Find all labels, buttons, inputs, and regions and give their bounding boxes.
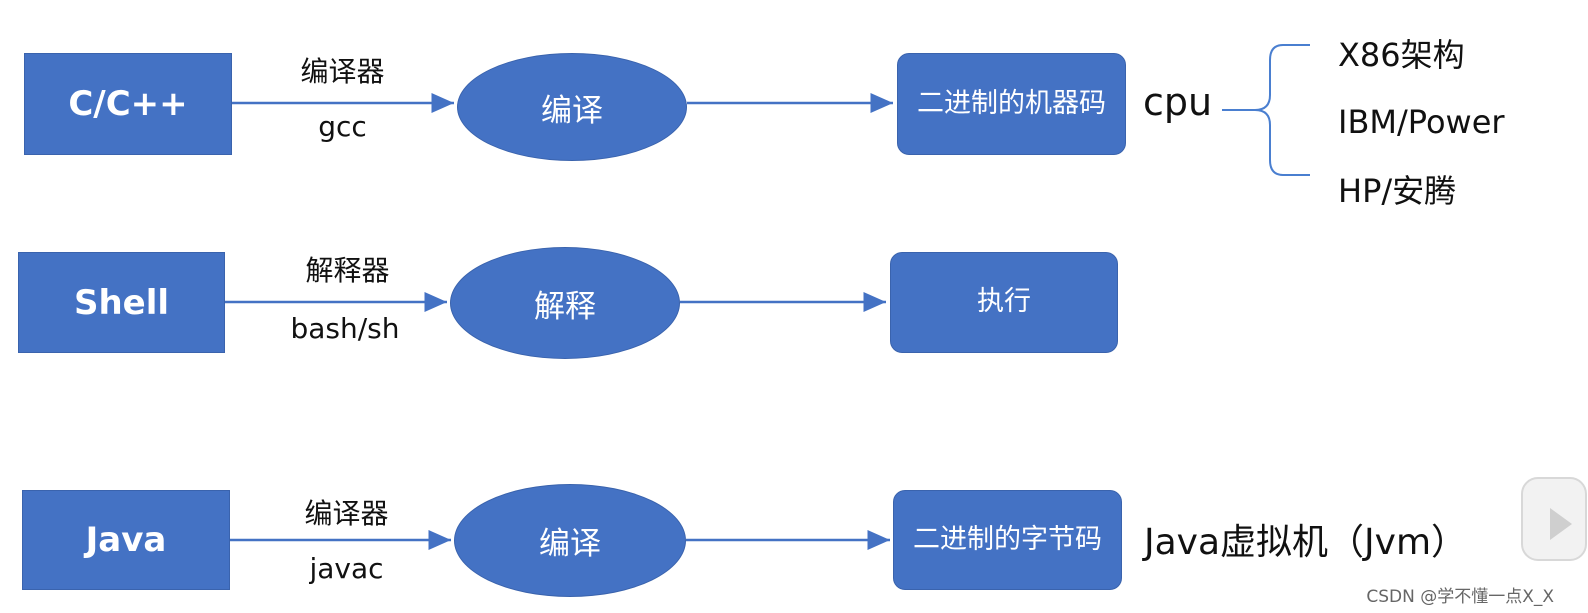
java-box: Java [22,490,230,590]
interpret-ellipse: 解释 [450,247,680,359]
compile-ellipse-cpp: 编译 [457,53,687,161]
gcc-label: gcc [318,110,367,143]
compiler-label-java: 编译器 [304,497,389,530]
cpu-arch-ibm-power: IBM/Power [1338,103,1505,141]
cpu-arch-x86: X86架构 [1338,36,1465,74]
bytecode-box: 二进制的字节码 [893,490,1122,590]
compiler-label-cpp: 编译器 [300,55,385,88]
javac-label: javac [309,552,384,585]
compile-label-cpp: 编译 [541,92,603,129]
shell-label: Shell [73,282,170,323]
execute-label: 执行 [977,286,1031,318]
interpreter-label: 解释器 [305,254,390,287]
execute-box: 执行 [890,252,1118,353]
play-icon[interactable] [1520,468,1588,564]
compile-ellipse-java: 编译 [454,484,686,597]
machine-code-box: 二进制的机器码 [897,53,1126,155]
watermark: CSDN @学不懂一点X_X [1366,587,1554,607]
compile-label-java: 编译 [539,526,601,562]
cpu-bracket [1222,44,1310,176]
shell-box: Shell [18,252,225,353]
jvm-label: Java虚拟机（Jvm） [1144,522,1468,563]
machine-code-label: 二进制的机器码 [917,87,1106,119]
interpret-label: 解释 [534,288,596,325]
bytecode-label: 二进制的字节码 [913,523,1102,555]
java-label: Java [85,520,167,560]
cpu-label: cpu [1143,80,1213,124]
cpp-label: C/C++ [68,84,188,124]
bash-sh-label: bash/sh [290,312,400,345]
cpp-box: C/C++ [24,53,232,155]
cpu-arch-hp: HP/安腾 [1338,172,1457,210]
